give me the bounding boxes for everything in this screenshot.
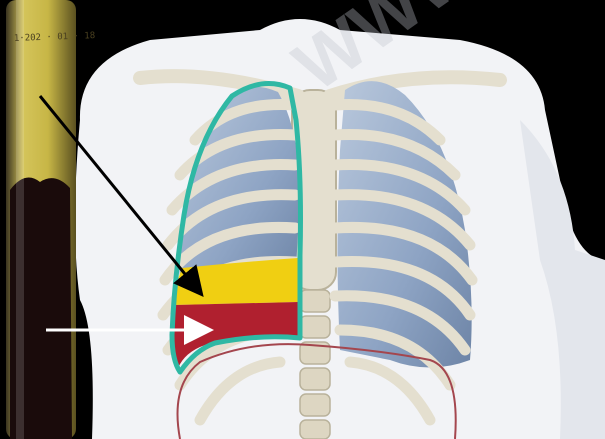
tube-label: 1·202 · 01 · 18 [14,31,96,44]
